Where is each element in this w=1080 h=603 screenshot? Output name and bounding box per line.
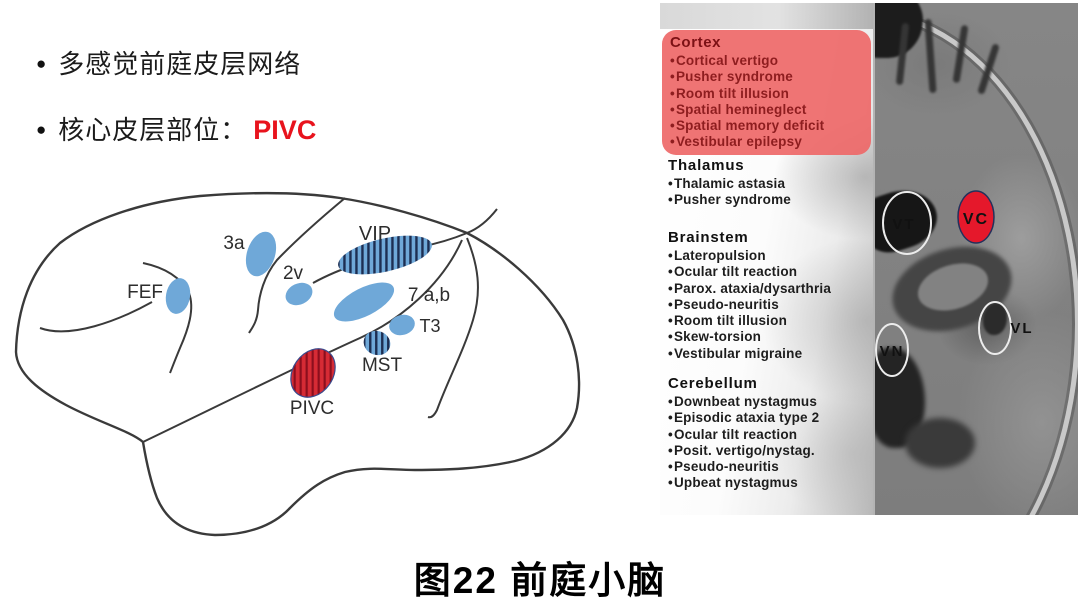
vt-circle (882, 191, 932, 255)
bullet-core-cortical-site: ● 核心皮层部位： PIVC (36, 115, 316, 146)
vl-circle (978, 301, 1012, 355)
list-item: •Upbeat nystagmus (668, 475, 798, 491)
cerebellum-title: Cerebellum (668, 375, 758, 392)
list-item: •Pusher syndrome (670, 69, 793, 85)
list-item: •Episodic ataxia type 2 (668, 410, 820, 426)
thalamus-section: Thalamus •Thalamic astasia •Pusher syndr… (663, 157, 791, 209)
list-item: •Ocular tilt reaction (668, 426, 798, 442)
bullet-multisensory-network: ● 多感觉前庭皮层网络 (36, 49, 301, 79)
list-item: •Skew-torsion (668, 329, 762, 345)
vt-label: VT (892, 216, 915, 233)
list-item: •Vestibular epilepsy (670, 134, 803, 150)
list-item: •Pusher syndrome (668, 192, 791, 208)
region-mst (363, 330, 391, 356)
list-item: •Downbeat nystagmus (668, 394, 818, 409)
label-7ab: 7 a,b (408, 285, 450, 306)
list-item: •Cortical vertigo (670, 53, 779, 68)
syndrome-panel: Cortex •Cortical vertigo •Pusher syndrom… (660, 3, 1078, 515)
pivc-highlight: PIVC (253, 115, 317, 145)
region-pivc (290, 348, 336, 398)
mri-bottom-dark2 (905, 418, 975, 468)
brainstem-title: Brainstem (668, 229, 749, 246)
panel-top-strip (660, 3, 873, 29)
cortex-section: Cortex •Cortical vertigo •Pusher syndrom… (662, 30, 871, 155)
list-item: •Pseudo-neuritis (668, 296, 779, 312)
region-vip (338, 235, 432, 275)
region-2v (285, 282, 313, 306)
principal-sulcus (39, 301, 153, 333)
label-mst: MST (362, 355, 403, 376)
vc-ellipse (957, 190, 995, 244)
arcuate-sulcus (142, 262, 193, 374)
list-item: •Spatial hemineglect (670, 101, 807, 117)
list-item: •Room tilt illusion (670, 85, 790, 101)
vn-circle (875, 323, 909, 377)
mri-vl-structure (983, 303, 1007, 335)
cortex-title: Cortex (670, 34, 722, 51)
list-item: •Posit. vertigo/nystag. (668, 442, 815, 458)
list-item: •Vestibular migraine (668, 345, 803, 361)
vc-label: VC (963, 211, 989, 228)
list-item: •Parox. ataxia/dysarthria (668, 280, 832, 296)
list-item: •Thalamic astasia (668, 176, 786, 191)
brainstem-section: Brainstem •Lateropulsion •Ocular tilt re… (663, 229, 831, 362)
syndrome-text-column: Cortex •Cortical vertigo •Pusher syndrom… (660, 3, 873, 515)
bullet-dot-icon: ● (36, 54, 47, 73)
label-2v: 2v (283, 263, 304, 284)
label-pivc: PIVC (290, 398, 334, 419)
lateral-sulcus (142, 239, 463, 443)
list-item: •Room tilt illusion (668, 313, 788, 329)
region-fef (165, 278, 191, 314)
brain-outline (14, 192, 581, 537)
region-3a (245, 231, 277, 277)
vn-label: VN (880, 343, 905, 360)
mri-annotations: VT VC VN VL (875, 190, 1033, 377)
bullet-dot-icon: ● (36, 120, 47, 139)
vl-label: VL (1010, 320, 1033, 337)
label-t3: T3 (419, 316, 440, 336)
bullet2-text: 核心皮层部位： (58, 115, 248, 145)
superior-temporal-sulcus (427, 237, 479, 419)
list-item: •Ocular tilt reaction (668, 264, 798, 280)
list-item: •Pseudo-neuritis (668, 459, 779, 475)
label-3a: 3a (223, 233, 245, 254)
figure-caption: 图22 前庭小脑 (413, 560, 667, 601)
label-vip: VIP (359, 223, 391, 245)
brain-diagram: FEF 3a 2v VIP 7 a,b T3 MST PIVC (14, 192, 581, 537)
central-sulcus (248, 197, 346, 334)
list-item: •Spatial memory deficit (670, 118, 825, 134)
region-7ab (333, 282, 395, 322)
bullet1-text: 多感觉前庭皮层网络 (58, 49, 302, 79)
thalamus-title: Thalamus (668, 157, 745, 174)
region-t3 (389, 314, 415, 336)
list-item: •Lateropulsion (668, 248, 766, 263)
cerebellum-section: Cerebellum •Downbeat nystagmus •Episodic… (663, 375, 819, 492)
label-fef: FEF (127, 282, 163, 303)
mri-coronal-image: VT VC VN VL (873, 3, 1078, 515)
